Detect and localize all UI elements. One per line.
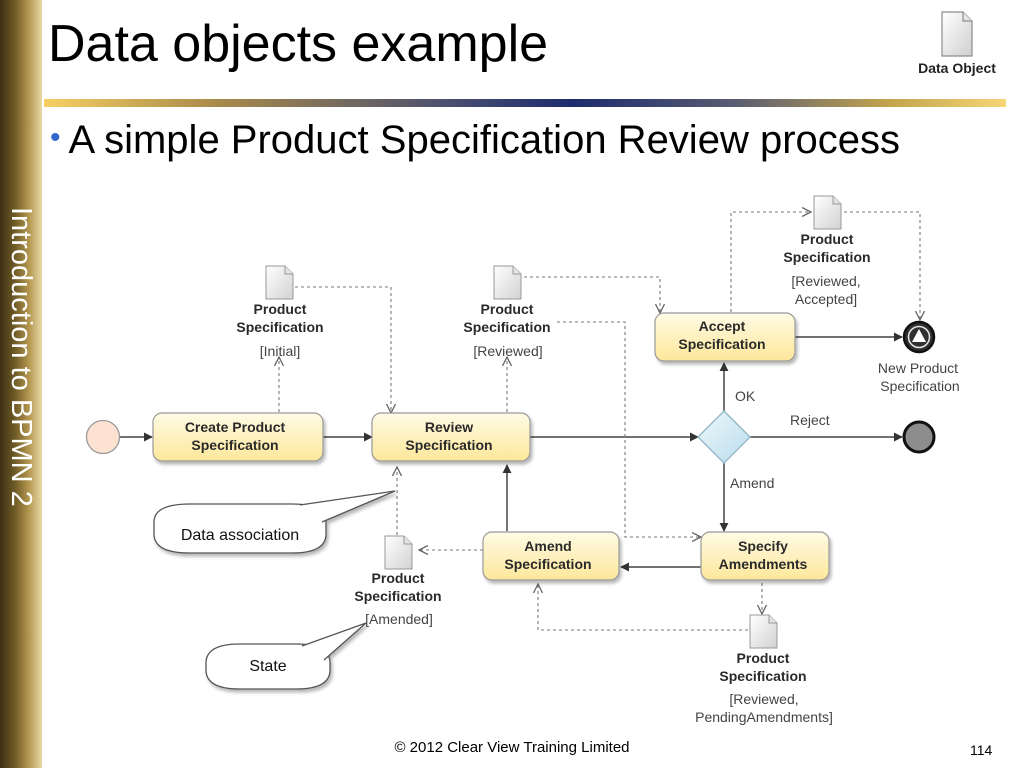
exclusive-gateway xyxy=(697,410,751,464)
data-object-initial-icon xyxy=(265,265,294,300)
start-event xyxy=(85,419,121,455)
task-specify-label-1: Specify xyxy=(738,538,788,554)
callout-data-association xyxy=(153,490,396,554)
data-object-pending-state-2: PendingAmendments] xyxy=(695,709,833,725)
data-object-amended-name-1: Product xyxy=(372,570,425,586)
data-object-legend-label: Data Object xyxy=(918,60,996,76)
end-label-2: Specification xyxy=(880,378,959,394)
task-review-specification xyxy=(371,412,531,462)
assoc-reviewed-to-specify xyxy=(557,321,701,537)
data-object-initial-name-2: Specification xyxy=(236,319,323,335)
task-specify-amendments xyxy=(700,531,830,581)
data-object-accepted-state-1: [Reviewed, xyxy=(791,273,860,289)
data-object-accepted-name-2: Specification xyxy=(783,249,870,265)
end-label-1: New Product xyxy=(878,360,958,376)
data-object-pending-icon xyxy=(749,614,778,649)
callout-data-association-text: Data association xyxy=(181,527,299,544)
assoc-initial-to-review xyxy=(295,286,391,413)
data-object-initial-state: [Initial] xyxy=(260,343,300,359)
data-object-reviewed-name-2: Specification xyxy=(463,319,550,335)
page-number: 114 xyxy=(970,742,993,758)
data-object-pending-state-1: [Reviewed, xyxy=(729,691,798,707)
task-review-label-1: Review xyxy=(425,419,473,435)
task-amend-label-1: Amend xyxy=(524,538,571,554)
task-amend-specification xyxy=(482,531,620,581)
flow-label-ok: OK xyxy=(735,388,756,404)
data-object-accepted-name-1: Product xyxy=(801,231,854,247)
task-accept-label-1: Accept xyxy=(699,318,746,334)
task-specify-label-2: Amendments xyxy=(719,556,808,572)
task-accept-label-2: Specification xyxy=(678,336,765,352)
data-object-reviewed-name-1: Product xyxy=(481,301,534,317)
data-object-legend: Data Object xyxy=(905,8,1009,80)
data-object-amended-state: [Amended] xyxy=(365,611,433,627)
data-object-accepted-state-2: Accepted] xyxy=(795,291,857,307)
bullet-icon: • xyxy=(50,121,61,154)
task-create-label-2: Specification xyxy=(191,437,278,453)
flow-label-amend: Amend xyxy=(730,475,774,491)
assoc-pending-to-amend xyxy=(538,584,748,631)
task-accept-specification xyxy=(654,312,796,362)
end-event-reject xyxy=(902,420,936,454)
callout-state xyxy=(205,622,367,690)
data-object-accepted-icon xyxy=(813,195,842,230)
data-object-legend-icon xyxy=(941,11,973,57)
sidebar-band: Introduction to BPMN 2 xyxy=(0,0,42,768)
assoc-reviewed-to-accept xyxy=(524,276,660,313)
data-object-amended-icon xyxy=(384,535,413,570)
task-amend-label-2: Specification xyxy=(504,556,591,572)
task-create-label-1: Create Product xyxy=(185,419,286,435)
data-object-initial-name-1: Product xyxy=(254,301,307,317)
slide-title: Data objects example xyxy=(48,15,549,73)
flow-label-reject: Reject xyxy=(790,412,830,428)
data-object-pending-name-2: Specification xyxy=(719,668,806,684)
data-object-amended-name-2: Specification xyxy=(354,588,441,604)
task-review-label-2: Specification xyxy=(405,437,492,453)
data-object-pending-name-1: Product xyxy=(737,650,790,666)
callout-state-text: State xyxy=(249,658,286,675)
task-create-product-specification xyxy=(152,412,324,462)
title-divider xyxy=(44,99,1006,107)
footer-copyright: © 2012 Clear View Training Limited xyxy=(394,739,630,756)
sidebar-title: Introduction to BPMN 2 xyxy=(5,207,37,507)
bullet-point: •A simple Product Specification Review p… xyxy=(50,118,900,163)
bullet-text: A simple Product Specification Review pr… xyxy=(68,118,900,162)
data-object-reviewed-icon xyxy=(493,265,522,300)
end-event-new-product xyxy=(902,320,936,354)
data-object-reviewed-state: [Reviewed] xyxy=(473,343,542,359)
assoc-accepted-to-end xyxy=(844,211,920,320)
